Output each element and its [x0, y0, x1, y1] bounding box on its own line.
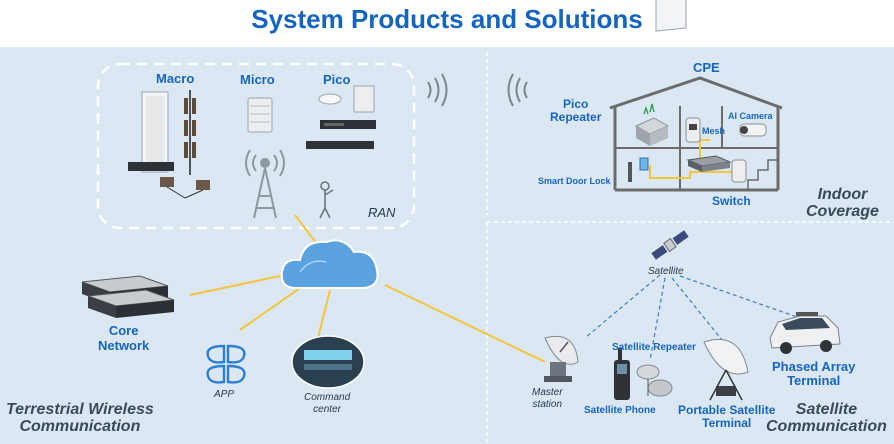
pico-repeater-device-icon: [634, 103, 670, 146]
master-station-dish-icon: [544, 336, 579, 382]
smart-door-lock-icon: [628, 157, 649, 182]
core-network-label: Core Network: [98, 323, 149, 353]
radio-wave-icon-indoor: [507, 73, 528, 107]
pico-label: Pico: [323, 72, 351, 87]
section-terrestrial-line2: Communication: [19, 418, 141, 435]
master-station-label-line2: station: [532, 399, 563, 410]
link-command: [317, 289, 331, 339]
ran-label: RAN: [368, 205, 396, 220]
house-icon: [609, 76, 783, 192]
satellite-repeater-label: Satellite Repeater: [612, 342, 696, 353]
page-title: System Products and Solutions: [251, 4, 643, 34]
section-terrestrial-wireless: Terrestrial Wireless Communication: [6, 401, 154, 435]
section-indoor-line2: Coverage: [806, 203, 879, 220]
core-network-label-line2: Network: [98, 338, 150, 353]
phased-array-terminal-label-line2: Terminal: [787, 373, 841, 388]
portable-satellite-terminal-label-line1: Portable Satellite: [678, 403, 776, 417]
command-center-icon: [291, 335, 365, 389]
core-network-server-icon: [81, 275, 175, 318]
satellite-icon: [651, 230, 689, 260]
satellite-repeater-icon: [636, 364, 673, 397]
pico-repeater-label-line1: Pico: [563, 97, 589, 111]
section-satellite-line1: Satellite: [795, 401, 858, 418]
pico-repeater-label: Pico Repeater: [550, 98, 601, 124]
switch-label: Switch: [712, 194, 751, 208]
micro-label: Micro: [240, 72, 275, 87]
satellite-links: [584, 274, 801, 361]
mesh-device-icon: [685, 117, 701, 143]
portable-satellite-terminal-label-line2: Terminal: [702, 416, 752, 430]
switch-device-icon: [686, 155, 747, 183]
ran-group-box: [96, 62, 416, 230]
macro-label: Macro: [156, 71, 195, 86]
satellite-phone-label: Satellite Phone: [584, 405, 656, 416]
phased-array-terminal-label: Phased Array Terminal: [772, 360, 855, 388]
cloud-icon: [280, 239, 379, 289]
radio-wave-icon: [427, 73, 448, 107]
master-station-label: Master station: [532, 387, 563, 411]
section-terrestrial-line1: Terrestrial Wireless: [6, 401, 154, 418]
pico-base-station-icon: [306, 85, 376, 149]
link-core: [189, 274, 286, 296]
portable-satellite-terminal-icon: [703, 338, 749, 401]
cpe-label: CPE: [693, 60, 720, 75]
app-icon: [206, 344, 246, 384]
section-satellite-line2: Communication: [766, 418, 887, 435]
satellite-label: Satellite: [648, 266, 684, 277]
phased-array-terminal-car-icon: [769, 312, 841, 354]
cpe-device-icon: [655, 0, 687, 32]
section-satellite-communication: Satellite Communication: [766, 401, 887, 435]
command-center-label: Command center: [304, 392, 350, 416]
section-indoor-coverage: Indoor Coverage: [806, 186, 879, 220]
portable-satellite-terminal-label: Portable Satellite Terminal: [678, 404, 775, 430]
master-station-label-line1: Master: [532, 387, 563, 398]
micro-base-station-icon: [247, 97, 273, 133]
app-label: APP: [214, 389, 235, 400]
pico-repeater-label-line2: Repeater: [550, 110, 602, 124]
link-master: [384, 284, 546, 363]
mesh-label: Mesh: [702, 126, 726, 136]
satellite-phone-icon: [614, 348, 630, 400]
signal-tower-icon: [245, 149, 285, 219]
link-app: [239, 287, 301, 331]
ai-camera-device-icon: [739, 123, 767, 137]
ai-camera-label: AI Camera: [728, 111, 773, 121]
command-center-label-line2: center: [313, 404, 341, 415]
phased-array-terminal-label-line1: Phased Array: [772, 359, 856, 374]
person-icon: [319, 181, 334, 219]
command-center-label-line1: Command: [304, 392, 351, 403]
core-network-label-line1: Core: [108, 323, 139, 338]
smart-door-lock-label: Smart Door Lock: [538, 176, 611, 186]
macro-base-station-icon: [128, 90, 210, 199]
network-links: [189, 214, 546, 363]
section-indoor-line1: Indoor: [817, 186, 868, 203]
